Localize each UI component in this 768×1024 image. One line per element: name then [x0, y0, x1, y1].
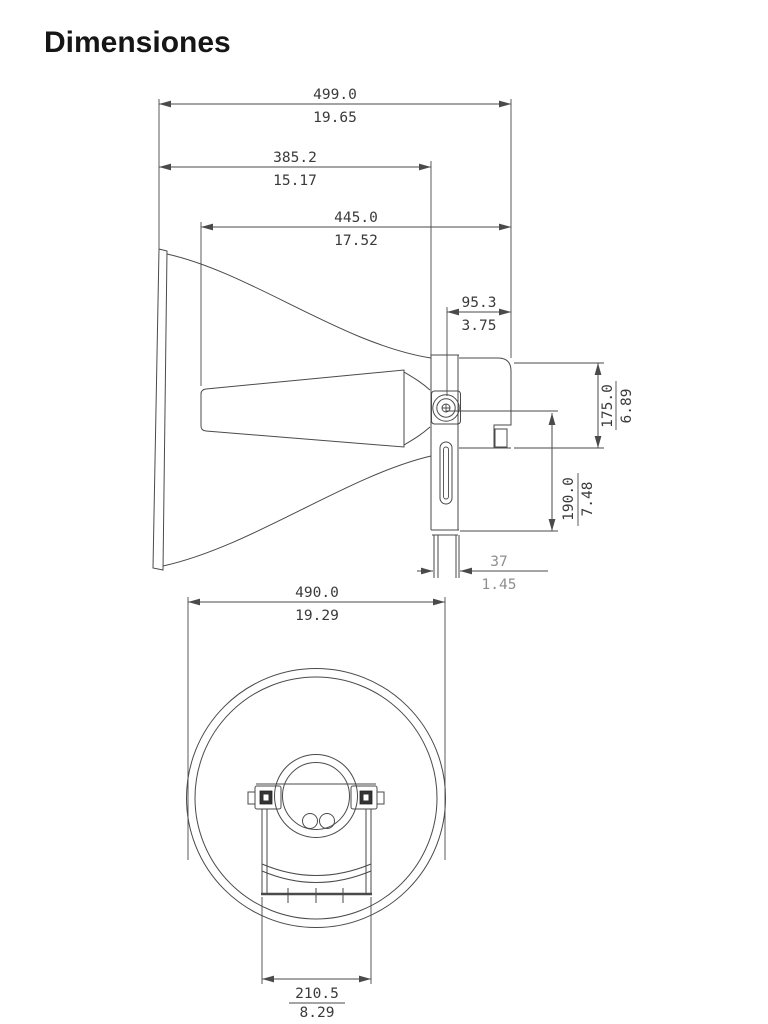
dim-bracket-depth: 95.3 3.75 [446, 295, 511, 396]
horn-bell-rim [152, 248, 168, 571]
dim-body-height-mm: 175.0 [600, 384, 616, 428]
knob-ring [436, 398, 456, 418]
yoke-right-tab [376, 791, 385, 805]
front-view: 490.0 19.29 210.5 8.29 [186, 585, 446, 1021]
knob-plate [431, 390, 461, 425]
dim-total-depth: 499.0 19.65 [158, 87, 512, 358]
yoke-strap-curves [261, 863, 372, 883]
driver-inner-circle [282, 762, 350, 830]
dim-diameter-inch: 19.29 [295, 608, 339, 624]
yoke-left-bolt-center [263, 794, 269, 801]
dim-diameter: 490.0 19.29 [187, 585, 446, 860]
dim-total-depth-mm: 499.0 [313, 87, 357, 103]
housing-tab [494, 428, 508, 448]
dim-horn-depth-mm: 385.2 [273, 150, 317, 166]
dim-body-height: 175.0 6.89 [514, 362, 635, 449]
throat-curve-bottom [403, 426, 431, 446]
horn-flare-top [166, 253, 432, 359]
yoke-hole-left [302, 813, 318, 829]
dim-body-depth: 445.0 17.52 [200, 210, 511, 386]
dim-stem-width-inch: 1.45 [482, 577, 517, 593]
dim-stem-width-mm: 37 [490, 554, 507, 570]
yoke-right-bolt-center [363, 794, 369, 801]
dim-horn-depth-inch: 15.17 [273, 173, 317, 189]
dim-bracket-height-mm: 190.0 [561, 477, 577, 521]
dim-stem-width: 37 1.45 [417, 554, 548, 593]
dim-body-height-extensions [514, 362, 604, 449]
throat-curve-top [403, 371, 431, 391]
front-yoke [247, 783, 385, 903]
dim-bracket-depth-mm: 95.3 [462, 295, 497, 311]
yoke-tick-marks [287, 888, 344, 903]
dim-bracket-height: 190.0 7.48 [446, 410, 596, 532]
dim-bracket-height-extensions [446, 410, 558, 532]
bracket-bar [430, 354, 459, 530]
housing-outline [459, 357, 512, 449]
yoke-left-tab [247, 791, 256, 805]
inner-horn [200, 369, 431, 448]
dim-bracket-height-inch: 7.48 [580, 482, 596, 517]
dim-bracket-width: 210.5 8.29 [261, 897, 372, 1021]
side-view: 499.0 19.65 385.2 15.17 445.0 17.52 [152, 87, 635, 593]
page-title: Dimensiones [44, 26, 231, 59]
dim-horn-depth: 385.2 15.17 [159, 150, 432, 355]
dim-body-depth-mm: 445.0 [334, 210, 378, 226]
bracket-stem [433, 535, 460, 578]
knob-outer-circle [432, 394, 460, 422]
bell-rim-outline [152, 248, 168, 571]
bracket-slot-inner [443, 446, 449, 500]
bracket-bottom-cap [431, 529, 459, 536]
dim-body-depth-inch: 17.52 [334, 233, 378, 249]
horn-outer-circle [186, 668, 446, 928]
driver-housing [459, 357, 512, 449]
mounting-bracket [430, 354, 461, 578]
yoke-hole-right [319, 813, 335, 829]
driver-outer-circle [274, 754, 358, 838]
dim-diameter-extensions [187, 597, 446, 860]
dim-total-depth-extensions [158, 99, 512, 358]
yoke-arms [261, 809, 372, 893]
dim-bracket-depth-inch: 3.75 [462, 318, 497, 334]
inner-horn-cone [200, 369, 405, 448]
dim-bracket-width-mm: 210.5 [295, 986, 339, 1002]
knob-center-circle [441, 403, 451, 413]
dim-body-height-inch: 6.89 [619, 389, 635, 424]
dim-diameter-mm: 490.0 [295, 585, 339, 601]
horn-inner-rim-circle [194, 676, 438, 920]
dim-total-depth-inch: 19.65 [313, 110, 357, 126]
bracket-slot-outer [439, 441, 453, 505]
knob-cross [442, 404, 450, 412]
dim-bracket-width-extensions [261, 897, 372, 984]
horn-flare-bottom [162, 455, 432, 567]
dim-bracket-width-inch: 8.29 [300, 1005, 335, 1021]
